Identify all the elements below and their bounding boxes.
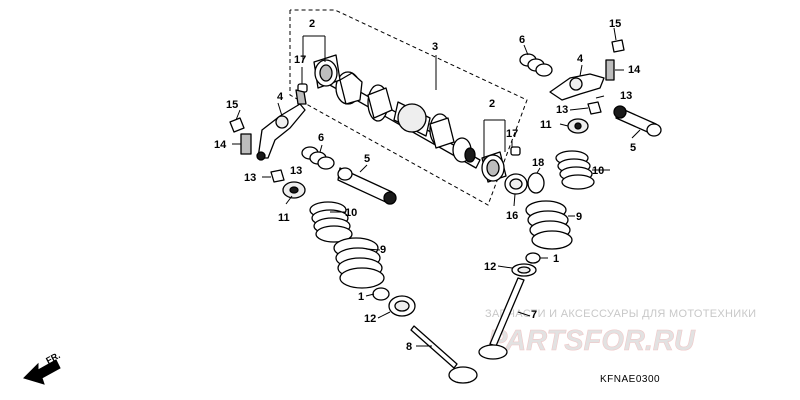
callout-6-left: 6 (318, 132, 324, 144)
callout-14-right: 14 (628, 64, 641, 76)
callout-13-a: 13 (244, 172, 256, 184)
callout-4-left: 4 (277, 91, 284, 103)
callout-11-left: 11 (278, 212, 290, 224)
lock-nut-left (229, 117, 245, 133)
callout-3: 3 (432, 41, 438, 53)
callout-10-left: 10 (345, 207, 357, 219)
valve-spring-inner-right (525, 200, 573, 250)
cotter-right (525, 252, 541, 264)
callout-9-right: 9 (576, 211, 582, 223)
oring-16 (504, 173, 528, 195)
valve-spring-outer-left (309, 201, 353, 243)
callout-18: 18 (532, 157, 544, 169)
valve-spring-inner-left (333, 237, 385, 289)
callout-13-c: 13 (620, 90, 632, 102)
callout-8: 8 (406, 341, 412, 353)
callout-1-left: 1 (358, 291, 364, 303)
dowel-pin-lower (510, 146, 521, 156)
callout-7: 7 (531, 309, 537, 321)
callout-10-right: 10 (592, 165, 604, 177)
callout-9-left: 9 (380, 244, 386, 256)
rocker-shaft-left (337, 167, 397, 205)
callout-13-b: 13 (290, 165, 302, 177)
rocker-shaft-right (613, 105, 662, 137)
seal-right (511, 263, 537, 277)
valve-left (410, 325, 478, 384)
ring-18 (527, 172, 545, 194)
camshaft-group-frame (289, 9, 528, 206)
watermark-text: ЗАПЧАСТИ И АКСЕССУАРЫ ДЛЯ МОТОТЕХНИКИ (485, 308, 756, 320)
spring-small-left (301, 146, 335, 170)
callout-17-top: 17 (294, 54, 306, 66)
callout-6-right: 6 (519, 34, 525, 46)
callout-5-right: 5 (630, 142, 636, 154)
callout-5-left: 5 (364, 153, 370, 165)
bearing-upper (313, 54, 341, 89)
adjust-screw-left (240, 133, 252, 155)
callout-4-right: 4 (577, 53, 584, 65)
nut-13-left (270, 169, 285, 183)
washer-11-right (567, 118, 589, 134)
watermark-logo: PARTSFOR.RU (488, 325, 696, 357)
callout-11-right: 11 (540, 119, 552, 131)
rocker-arm-left (256, 89, 307, 161)
callout-1-right: 1 (553, 253, 559, 265)
callout-17-mid: 17 (506, 128, 518, 140)
callout-2-top: 2 (309, 18, 315, 30)
callout-12-right: 12 (484, 261, 496, 273)
camshaft (320, 71, 481, 169)
cotter-left (372, 287, 390, 301)
callout-15-right: 15 (609, 18, 621, 30)
valve-spring-outer-right (555, 150, 595, 190)
callout-13-d: 13 (556, 104, 568, 116)
seal-left (388, 295, 416, 317)
lock-nut-right (611, 39, 625, 53)
callout-16: 16 (506, 210, 518, 222)
valve-right (478, 277, 525, 360)
callout-15-left: 15 (226, 99, 238, 111)
callout-12-left: 12 (364, 313, 376, 325)
spring-small-right (519, 53, 553, 77)
washer-11-left (282, 181, 306, 199)
callout-14-left: 14 (214, 139, 227, 151)
adjust-screw-right (605, 59, 615, 81)
front-arrow-icon: FR. (23, 350, 62, 385)
nut-13-right (587, 101, 602, 115)
front-label: FR. (44, 350, 61, 366)
rocker-arm-right (549, 73, 605, 101)
diagram-code: KFNAE0300 (600, 374, 660, 385)
bearing-lower (481, 151, 507, 183)
callout-2-mid: 2 (489, 98, 495, 110)
leader-lines (232, 27, 641, 347)
